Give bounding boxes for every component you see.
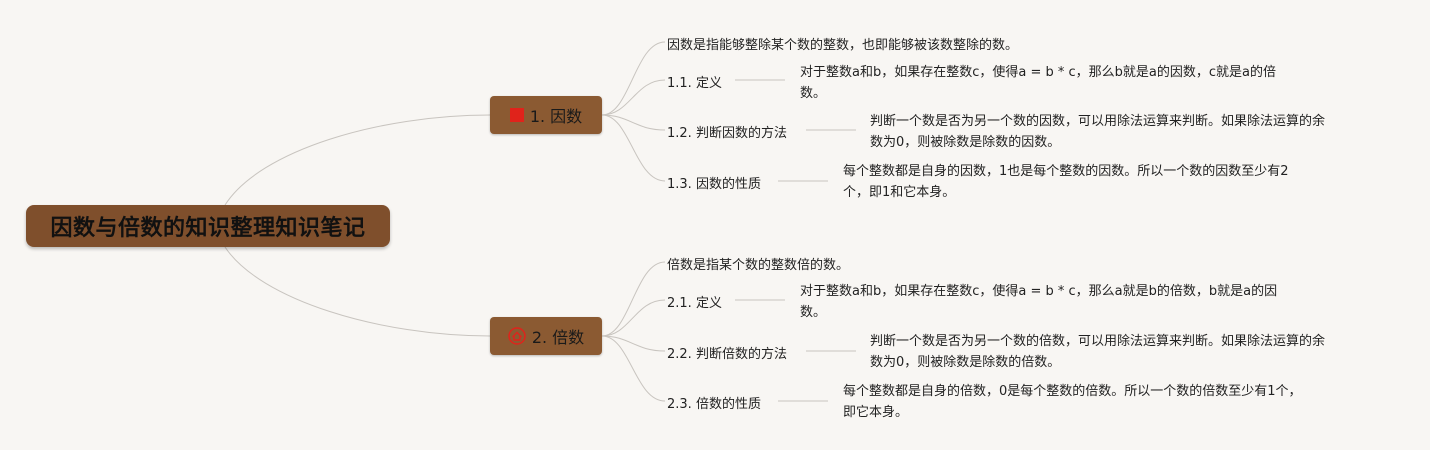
desc-line: 数为0，则被除数是除数的因数。 bbox=[870, 135, 1061, 150]
house-icon bbox=[508, 327, 526, 345]
topic-2-2-label[interactable]: 2.2. 判断倍数的方法 bbox=[667, 347, 787, 362]
topic-2-2-description[interactable]: 判断一个数是否为另一个数的倍数，可以用除法运算来判断。如果除法运算的余 数为0，… bbox=[870, 331, 1325, 373]
connector-b1-item1 bbox=[601, 79, 666, 116]
topic-1-3-label[interactable]: 1.3. 因数的性质 bbox=[667, 177, 761, 192]
connector-b2-item3 bbox=[601, 335, 666, 402]
desc-line: 判断一个数是否为另一个数的因数，可以用除法运算来判断。如果除法运算的余 bbox=[870, 114, 1326, 129]
connector-b2-item1 bbox=[601, 299, 666, 337]
topic-2-3-description[interactable]: 每个整数都是自身的倍数，0是每个整数的倍数。所以一个数的倍数至少有1个， 即它本… bbox=[843, 381, 1302, 423]
branch-factors-label: 1. 因数 bbox=[529, 107, 583, 126]
desc-line: 每个整数都是自身的因数，1也是每个整数的因数。所以一个数的因数至少有2 bbox=[843, 164, 1289, 179]
desc-line: 判断一个数是否为另一个数的倍数，可以用除法运算来判断。如果除法运算的余 bbox=[870, 334, 1326, 349]
topic-1-3-description[interactable]: 每个整数都是自身的因数，1也是每个整数的因数。所以一个数的因数至少有2 个，即1… bbox=[843, 161, 1289, 203]
connector-b1-summary bbox=[601, 41, 666, 116]
connector-b1-item3 bbox=[601, 114, 666, 182]
topic-2-3-label[interactable]: 2.3. 倍数的性质 bbox=[667, 397, 761, 412]
connector-b1-item2 bbox=[601, 114, 666, 131]
branch-factors-summary[interactable]: 因数是指能够整除某个数的整数，也即能够被该数整除的数。 bbox=[667, 38, 1019, 53]
topic-1-2-description[interactable]: 判断一个数是否为另一个数的因数，可以用除法运算来判断。如果除法运算的余 数为0，… bbox=[870, 111, 1325, 153]
root-topic[interactable]: 因数与倍数的知识整理知识笔记 bbox=[26, 205, 390, 247]
topic-1-2-label[interactable]: 1.2. 判断因数的方法 bbox=[667, 126, 787, 141]
branch-factors[interactable]: 1. 因数 bbox=[490, 96, 602, 134]
branch-multiples-label: 2. 倍数 bbox=[531, 328, 585, 347]
connector-b2-item2 bbox=[601, 335, 666, 352]
topic-2-1-label[interactable]: 2.1. 定义 bbox=[667, 296, 722, 311]
topic-2-1-description[interactable]: 对于整数a和b，如果存在整数c，使得a = b * c，那么a就是b的倍数，b就… bbox=[800, 281, 1277, 323]
topic-1-1-label[interactable]: 1.1. 定义 bbox=[667, 76, 722, 91]
desc-line: 数。 bbox=[800, 86, 827, 101]
desc-line: 个，即1和它本身。 bbox=[843, 185, 956, 200]
root-title: 因数与倍数的知识整理知识笔记 bbox=[50, 216, 366, 241]
connector-root-branch1 bbox=[224, 114, 491, 206]
connector-root-branch2 bbox=[224, 246, 491, 337]
branch-multiples[interactable]: 2. 倍数 bbox=[490, 317, 602, 355]
red-flag-icon bbox=[509, 108, 524, 122]
desc-line: 即它本身。 bbox=[843, 405, 909, 420]
connector-b2-summary bbox=[601, 261, 666, 337]
desc-line: 对于整数a和b，如果存在整数c，使得a = b * c，那么a就是b的倍数，b就… bbox=[800, 284, 1278, 299]
desc-line: 对于整数a和b，如果存在整数c，使得a = b * c，那么b就是a的因数，c就… bbox=[800, 65, 1276, 80]
desc-line: 数。 bbox=[800, 305, 827, 320]
branch-multiples-summary[interactable]: 倍数是指某个数的整数倍的数。 bbox=[667, 258, 850, 273]
desc-line: 每个整数都是自身的倍数，0是每个整数的倍数。所以一个数的倍数至少有1个， bbox=[843, 384, 1302, 399]
desc-line: 数为0，则被除数是除数的倍数。 bbox=[870, 355, 1061, 370]
topic-1-1-description[interactable]: 对于整数a和b，如果存在整数c，使得a = b * c，那么b就是a的因数，c就… bbox=[800, 62, 1276, 104]
